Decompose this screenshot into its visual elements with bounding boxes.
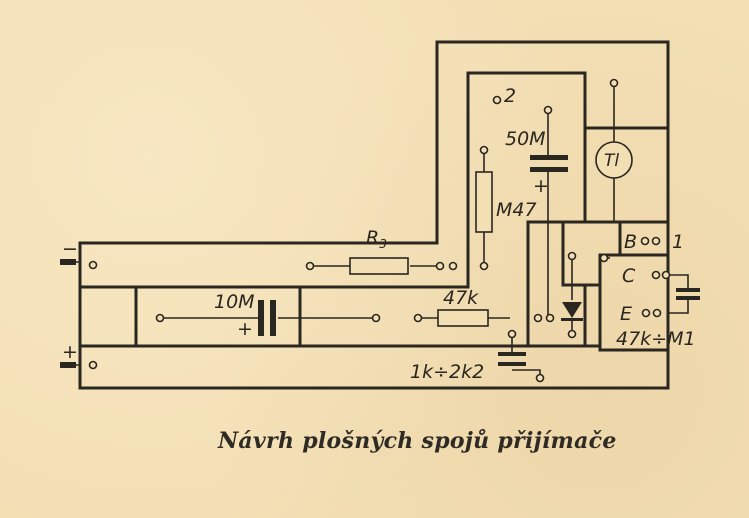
label-terminal-minus: − (62, 238, 78, 260)
terminal-plus-bar (60, 362, 76, 368)
label-e: E (620, 303, 632, 325)
capacitor-10m-plate-b (270, 300, 276, 336)
solder-pads (88, 78, 671, 383)
board-outline (78, 40, 670, 390)
label-tl: Tl (604, 151, 619, 171)
trace-right-inner (598, 253, 620, 285)
trace-emitter (598, 346, 668, 352)
tl-coil-circle (595, 141, 633, 179)
capacitor-right-plate-a (676, 288, 700, 292)
capacitor-10m-plate-a (258, 300, 264, 336)
figure-caption: Návrh plošných spojů přijímače (218, 428, 617, 454)
label-terminal-plus: + (62, 341, 78, 363)
label-one: 1 (672, 231, 684, 253)
label-b: B (624, 231, 637, 253)
trace-upper-rail (80, 240, 470, 289)
label-m47: M47 (496, 199, 537, 221)
terminal-minus-bar (60, 259, 76, 265)
capacitor-bottom-plate-b (498, 362, 526, 366)
lead-c (668, 274, 689, 314)
resistor-m47 (475, 171, 493, 233)
capacitor-bottom-plate-a (498, 352, 526, 356)
diode-symbol (562, 302, 582, 318)
label-50m-plus: + (533, 175, 549, 197)
capacitor-50m-plate-a (530, 155, 568, 160)
label-pot: 47k÷M1 (616, 328, 696, 350)
label-block-2: 2 (504, 85, 516, 107)
label-10m: 10M (214, 291, 255, 313)
capacitor-right-plate-b (676, 296, 700, 300)
label-50m: 50M (505, 128, 546, 150)
label-10m-plus: + (237, 318, 253, 340)
label-47k: 47k (443, 287, 479, 309)
resistor-47k (437, 309, 489, 327)
diode-bar (561, 318, 583, 321)
label-r3: R3 (366, 227, 387, 251)
resistor-r3 (349, 257, 409, 275)
label-c: C (622, 265, 636, 287)
trace-diode-block (561, 222, 602, 346)
trace-block-2 (466, 71, 587, 346)
label-bottom-resistor: 1k÷2k2 (410, 361, 484, 383)
capacitor-50m-plate-b (530, 167, 568, 172)
